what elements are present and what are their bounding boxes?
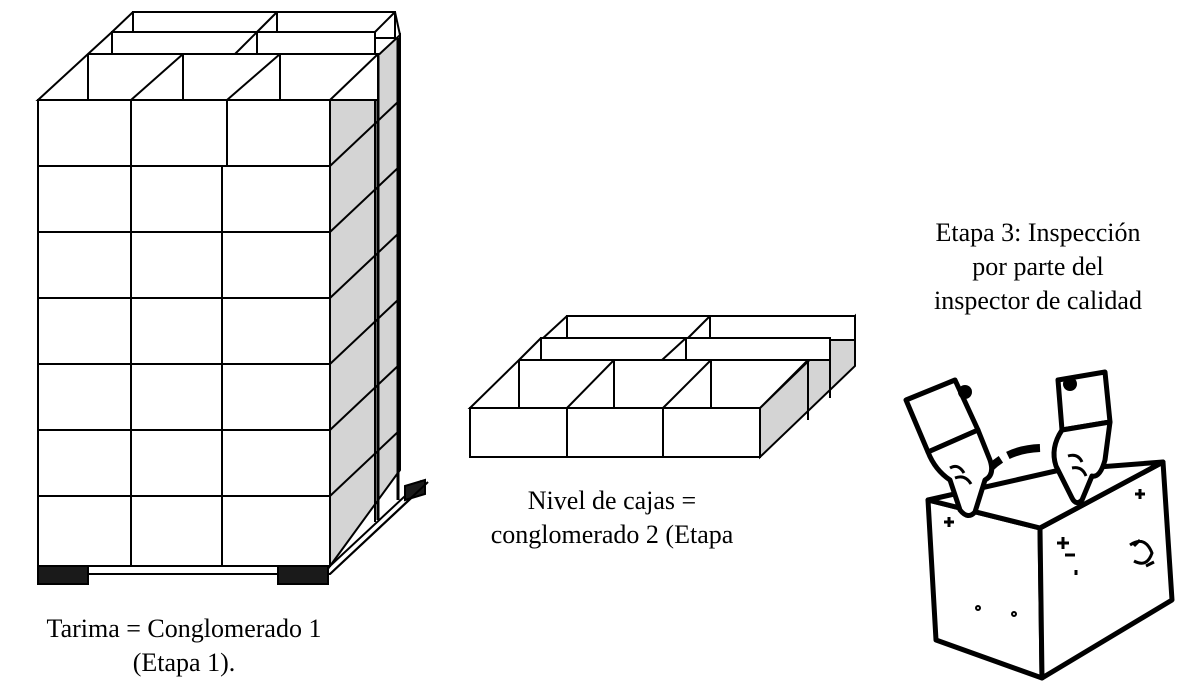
box-level-front-face (469, 407, 761, 458)
inspector-caption-line1: Etapa 3: Inspección (935, 218, 1141, 247)
inspector-icon (903, 369, 1175, 681)
inspector-caption: Etapa 3: Inspección por parte del inspec… (898, 216, 1178, 318)
box-level-caption: Nivel de cajas = conglomerado 2 (Etapa (462, 484, 762, 552)
pallet-front-face (37, 99, 331, 567)
pallet-caption: Tarima = Conglomerado 1 (Etapa 1). (0, 612, 368, 680)
pallet-side-grid (329, 38, 401, 522)
pallet-caption-line2: (Etapa 1). (132, 648, 236, 677)
inspected-box-top (925, 459, 1166, 531)
pallet-front-grid (38, 100, 330, 566)
left-hand-icon (925, 427, 995, 518)
inspector-caption-line2: por parte del (972, 252, 1104, 281)
box-level-caption-line1: Nivel de cajas = (527, 486, 697, 515)
right-hand-icon (1051, 419, 1113, 506)
box-level (467, 313, 856, 460)
pallet-stack (35, 11, 429, 585)
pallet-top-boxes (35, 11, 401, 101)
pallet-base (37, 478, 429, 585)
inspector-caption-line3: inspector de calidad (934, 286, 1142, 315)
pallet-caption-line1: Tarima = Conglomerado 1 (46, 614, 322, 643)
box-level-caption-line2: conglomerado 2 (Etapa (490, 520, 734, 549)
